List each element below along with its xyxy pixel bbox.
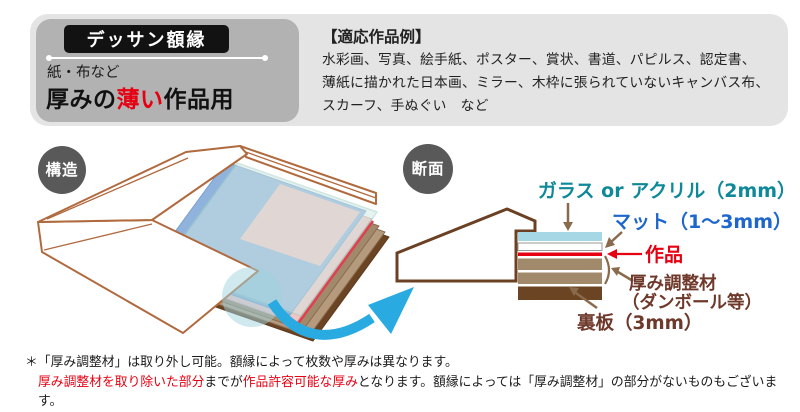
footnote-line-2: 厚み調整材を取り除いた部分までが作品許容可能な厚みとなります。額縁によっては「厚… <box>38 374 778 410</box>
zoom-arrow <box>267 299 375 340</box>
layer-mat <box>517 242 603 251</box>
backboard-label: 裏板（3mm） <box>576 312 702 334</box>
backboard-arrow <box>575 291 598 310</box>
layer-spacer-2 <box>518 272 602 284</box>
mat-label: マット（1～3mm） <box>612 210 792 233</box>
structure-3d-diagram: 構造 <box>37 145 414 342</box>
frame-sloped-face <box>37 145 248 223</box>
spacer-arrow <box>617 270 634 283</box>
examples-line-1: 水彩画、写真、絵手紙、ポスター、賞状、書道、パピルス、認定書、 <box>322 52 756 68</box>
artwork-label: 作品 <box>645 243 683 266</box>
spacer-label-line2: （ダンボール等） <box>622 292 762 313</box>
cross-section-diagram: ガラス or アクリル（2mm） マット（1～3mm） 作品 厚み調整材 （ダン… <box>395 144 796 334</box>
layer-backboard <box>518 286 602 300</box>
footnote: ＊「厚み調整材」は取り外し可能。額縁によって枚数や厚みは異なります。 厚み調整材… <box>25 353 800 412</box>
subtitle-bold: 厚みの薄い作品用 <box>46 87 234 113</box>
glass-label: ガラス or アクリル（2mm） <box>538 179 796 202</box>
divider-dot-right <box>262 55 268 61</box>
structure-badge-circle <box>38 146 86 194</box>
examples-line-2: 薄紙に描かれた日本画、ミラー、木枠に張られていないキャンバス布、 <box>322 75 770 91</box>
layer-spacer-1 <box>518 258 602 270</box>
corner-highlight-circle <box>222 267 282 327</box>
mat-arrow <box>610 231 623 243</box>
spacer-label-line1: 厚み調整材 <box>629 273 717 294</box>
molding-profile <box>395 207 537 283</box>
section-badge-circle <box>403 144 453 194</box>
structure-badge-label: 構造 <box>45 160 78 179</box>
subtitle-red-word: 薄い <box>116 87 164 113</box>
page-title: デッサン額縁 <box>86 30 207 51</box>
examples-title: 【適応作品例】 <box>322 28 431 46</box>
spacer-bracket <box>604 255 611 285</box>
title-divider <box>49 57 265 59</box>
examples-line-3: スカーフ、手ぬぐい など <box>322 98 489 114</box>
divider-dot-left <box>46 55 52 61</box>
page-title-badge: デッサン額縁 <box>64 25 229 53</box>
section-badge-label: 断面 <box>411 159 444 178</box>
subtitle-small: 紙・布など <box>47 65 120 81</box>
layer-artwork <box>518 252 602 256</box>
layer-glass <box>518 232 602 241</box>
footnote-line-1: ＊「厚み調整材」は取り外し可能。額縁によって枚数や厚みは異なります。 <box>25 355 458 370</box>
zoom-arrow-head <box>368 287 414 334</box>
artwork-red-edge <box>295 220 375 326</box>
frame-diagram: 構造 ガラス or アクリル（2mm） マット（1～3mm） 作品 厚み調整材 … <box>37 144 796 342</box>
